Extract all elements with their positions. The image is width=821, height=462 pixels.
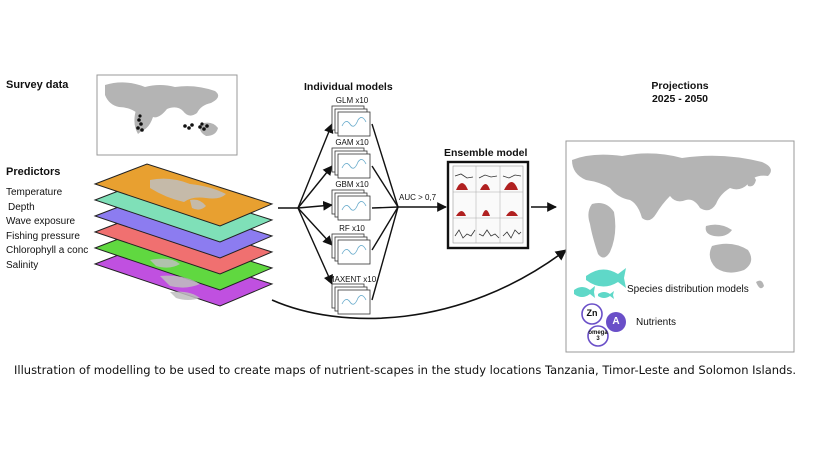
predictor-item: Temperature bbox=[6, 187, 63, 198]
model-stack-glm bbox=[331, 105, 371, 137]
figure-caption: Illustration of modelling to be used to … bbox=[14, 363, 796, 377]
model-stack-gbm bbox=[331, 189, 371, 221]
projections-panel bbox=[565, 140, 795, 353]
zinc-badge-label: Zn bbox=[586, 308, 598, 318]
predictor-list: Temperature Depth Wave exposure Fishing … bbox=[6, 186, 88, 273]
converge-arrows bbox=[371, 123, 447, 301]
model-label-gam: GAM x10 bbox=[335, 138, 369, 147]
ensemble-box bbox=[446, 160, 530, 250]
projections-title-line1: Projections bbox=[651, 80, 709, 92]
fish-icon bbox=[574, 268, 626, 299]
omega3-badge bbox=[587, 325, 609, 347]
predictor-layers bbox=[93, 163, 274, 307]
projection-map bbox=[572, 153, 771, 289]
individual-models-title: Individual models bbox=[304, 81, 393, 93]
model-label-rf: RF x10 bbox=[339, 224, 365, 233]
predictor-item: Fishing pressure bbox=[6, 230, 80, 242]
vitamin-a-badge-label: A bbox=[612, 316, 620, 327]
vitamin-a-badge bbox=[606, 312, 626, 332]
model-label-maxent: MAXENT x10 bbox=[327, 275, 377, 284]
species-label: Species distribution models bbox=[627, 284, 749, 295]
predictor-item: Depth bbox=[8, 201, 35, 213]
predictor-item: Wave exposure bbox=[6, 216, 76, 227]
curved-arrow bbox=[271, 249, 567, 320]
model-label-glm: GLM x10 bbox=[335, 96, 369, 105]
zinc-badge bbox=[581, 303, 603, 325]
model-stack-rf bbox=[331, 233, 371, 265]
projections-title: Projections 2025 - 2050 bbox=[630, 80, 730, 106]
survey-points bbox=[136, 114, 209, 132]
survey-title: Survey data bbox=[6, 79, 69, 91]
model-thumbnails bbox=[341, 117, 367, 305]
model-stack-maxent bbox=[331, 283, 371, 315]
ensemble-title: Ensemble model bbox=[444, 147, 528, 159]
model-stack-gam bbox=[331, 147, 371, 179]
threshold-label: AUC > 0,7 bbox=[399, 193, 437, 202]
omega3-badge-label: omega 3 bbox=[588, 330, 608, 342]
fan-out-arrows bbox=[278, 123, 334, 285]
projections-title-line2: 2025 - 2050 bbox=[651, 93, 709, 105]
predictor-item: Chlorophyll a conc bbox=[6, 245, 89, 256]
nutrients-label: Nutrients bbox=[636, 317, 677, 328]
model-label-gbm: GBM x10 bbox=[335, 180, 369, 189]
predictors-title: Predictors bbox=[6, 166, 61, 178]
predictor-item: Salinity bbox=[6, 259, 39, 271]
survey-map bbox=[96, 74, 238, 156]
